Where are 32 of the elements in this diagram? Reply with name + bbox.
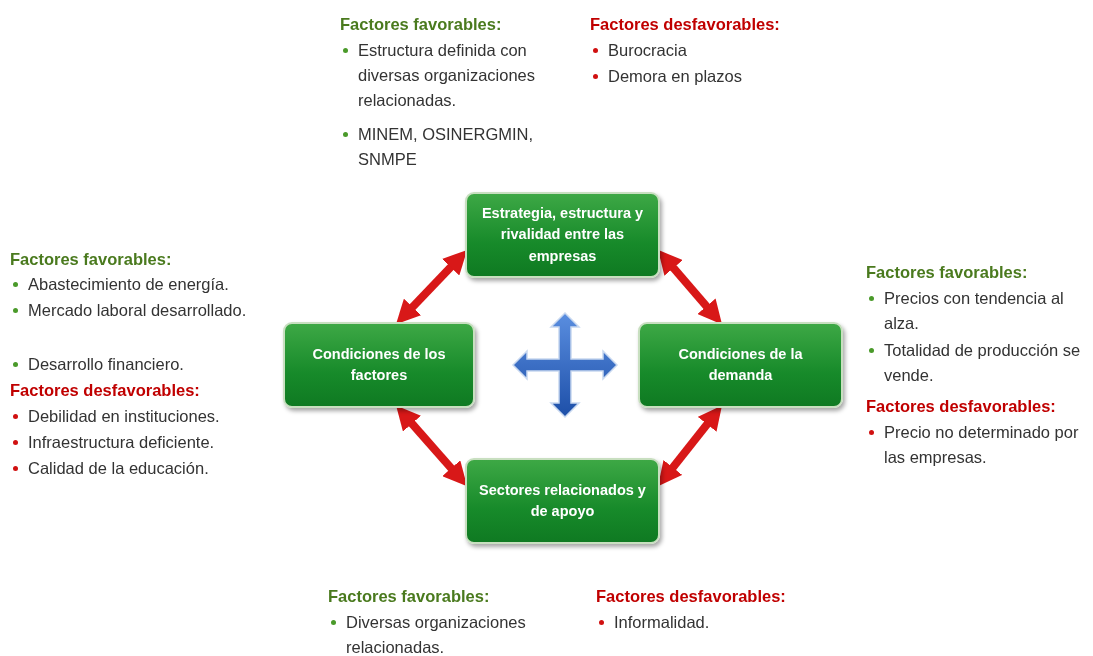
bullet-item: Estructura definida con diversas organizaciones relacionadas.: [340, 38, 588, 113]
bullet-item: Mercado laboral desarrollado.: [10, 298, 256, 323]
bullet-item: Calidad de la educación.: [10, 456, 256, 481]
bullet-item: Abastecimiento de energía.: [10, 272, 256, 297]
process-box: [465, 458, 660, 544]
bullet-item: Demora en plazos: [590, 64, 838, 89]
heading: Factores desfavorables:: [596, 586, 787, 607]
box-label: Sectores relacionados y de apoyo: [478, 481, 647, 521]
bullet-item: Precios con tendencia al alza.: [866, 286, 1093, 336]
heading: Factores favorables:: [328, 586, 491, 607]
box-label: Condiciones de los factores: [311, 345, 447, 385]
box-label: Estrategia, estructura y rivalidad entre las empresas: [480, 204, 645, 266]
heading: Factores desfavorables:: [590, 14, 781, 35]
heading: Factores favorables:: [340, 14, 503, 35]
heading: Factores desfavorables:: [10, 380, 201, 401]
bullet-item: Informalidad.: [596, 610, 844, 635]
bullet-item: Infraestructura deficiente.: [10, 430, 256, 455]
bullet-item: Diversas organizaciones relacionadas.: [328, 610, 586, 656]
box-label: Condiciones de la demanda: [677, 345, 804, 385]
process-box: [465, 192, 660, 278]
heading: Factores favorables:: [10, 249, 173, 270]
bullet-item: Burocracia: [590, 38, 838, 63]
heading: Factores favorables:: [866, 262, 1029, 283]
bullet-item: Precio no determinado por las empresas.: [866, 420, 1093, 470]
bullet-item: Desarrollo financiero.: [10, 352, 256, 377]
bullet-item: Debilidad en instituciones.: [10, 404, 256, 429]
heading: Factores desfavorables:: [866, 396, 1057, 417]
bullet-item: Totalidad de producción se vende.: [866, 338, 1093, 388]
bullet-item: MINEM, OSINERGMIN, SNMPE: [340, 122, 588, 172]
process-box: [638, 322, 843, 408]
double-arrow: [658, 405, 722, 487]
process-box: [283, 322, 475, 408]
